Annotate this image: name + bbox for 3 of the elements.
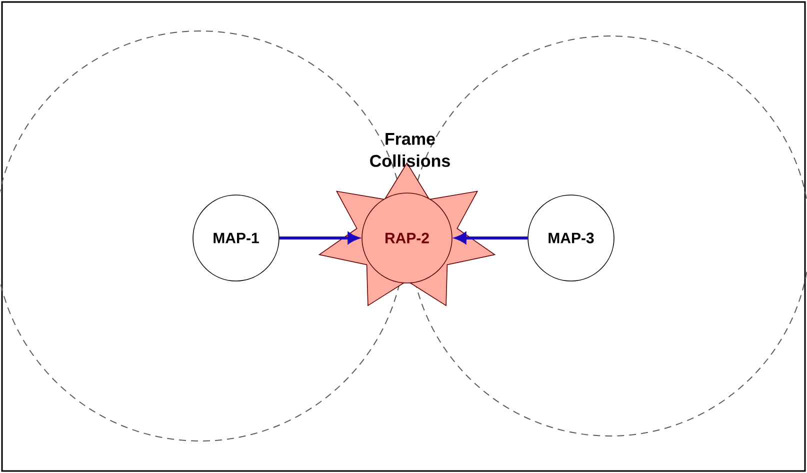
arrow (455, 232, 528, 244)
arrow (279, 232, 359, 244)
collision-label: Frame Collisions (370, 133, 450, 167)
